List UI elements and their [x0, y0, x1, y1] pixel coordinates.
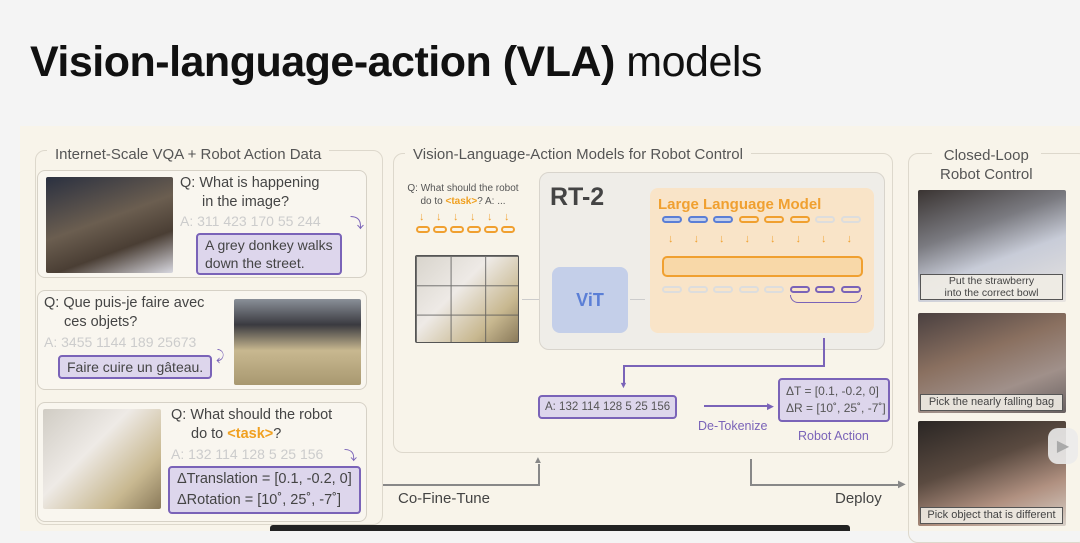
output-token: [713, 286, 733, 293]
transformer-bar: [662, 256, 863, 277]
prompt-token: [433, 226, 447, 233]
down-arrow-icon: ↓: [419, 211, 425, 223]
kitchen-objects-image: [234, 299, 361, 385]
arrowhead-right-icon: ▶: [767, 401, 774, 411]
input-token: [840, 216, 861, 223]
down-arrow-icon: ↓: [795, 233, 802, 245]
down-arrow-icon: ↓: [846, 233, 853, 245]
prompt-token: [416, 226, 430, 233]
answer-token-box: A: 132 114 128 5 25 156: [538, 395, 678, 419]
prompt-token: [484, 226, 498, 233]
down-arrow-icon: ↓: [719, 233, 725, 245]
cofinetune-label: Co-Fine-Tune: [398, 490, 490, 507]
input-token: [815, 216, 835, 223]
down-arrow-icon: ↓: [693, 233, 700, 245]
output-token: [815, 286, 835, 293]
input-token: [764, 216, 784, 223]
answer-tokens: A: 311 423 170 55 244: [180, 213, 321, 229]
down-arrow-icon: ↓: [770, 233, 776, 245]
down-arrow-icon: ↓: [821, 233, 827, 245]
caption: Pick object that is different: [920, 507, 1063, 524]
input-token: [789, 216, 810, 223]
image-patches: [415, 255, 519, 343]
output-brace: [790, 295, 862, 303]
answer-tokens: A: 132 114 128 5 25 156: [171, 446, 324, 462]
output-token: [840, 286, 861, 293]
down-arrow-icon: ↓: [436, 211, 442, 223]
answer-text: Faire cuire un gâteau.: [58, 355, 213, 379]
answer-tokens: A: 3455 1144 189 25673: [44, 334, 197, 350]
donkey-image: [46, 177, 173, 273]
prompt-token: [467, 226, 481, 233]
output-token: [764, 286, 784, 293]
video-control-bar[interactable]: [270, 525, 850, 531]
prompt-token: [450, 226, 464, 233]
left-panel-title: Internet-Scale VQA + Robot Action Data: [47, 146, 330, 163]
cofinetune-arrow: [538, 464, 540, 485]
arrowhead-right-icon: ▶: [898, 479, 906, 490]
down-arrow-icon: ↓: [744, 233, 751, 245]
answer-action: ΔTranslation = [0.1, -0.2, 0]ΔRotation =…: [168, 466, 361, 514]
llm-block: Large Language Model ↓ ↓ ↓ ↓ ↓ ↓ ↓ ↓: [650, 188, 874, 333]
arrow-vit-to-llm: [630, 299, 645, 300]
input-token: [662, 216, 682, 223]
output-token: [738, 286, 759, 293]
input-token: [687, 216, 708, 223]
input-token: [738, 216, 759, 223]
deploy-arrow: [750, 484, 900, 486]
rt2-diagram: Internet-Scale VQA + Robot Action Data Q…: [20, 126, 1080, 543]
arrowhead-down-icon: ▼: [619, 380, 628, 390]
down-arrow-icon: ↓: [668, 233, 674, 245]
detokenize-arrow: [704, 405, 770, 407]
rt2-box: RT-2 ViT Large Language Model ↓ ↓ ↓ ↓ ↓ ↓ ↓ ↓: [539, 172, 885, 350]
llm-label: Large Language Model: [658, 196, 822, 213]
rt2-label: RT-2: [550, 183, 605, 211]
arrowhead-up-icon: ▲: [533, 455, 543, 466]
falling-bag-image: Pick the nearly falling bag: [918, 313, 1066, 413]
input-token: [713, 216, 733, 223]
vit-block: ViT: [552, 267, 628, 333]
output-token: [687, 286, 708, 293]
curved-arrow-icon: ⤵: [350, 215, 364, 231]
detokenize-label: De-Tokenize: [698, 419, 768, 433]
down-arrow-icon: ↓: [453, 211, 459, 223]
play-button-icon[interactable]: ▶: [1048, 428, 1078, 464]
title-bold: Vision-language-action (VLA): [30, 38, 615, 86]
robot-action-box: ΔT = [0.1, -0.2, 0]ΔR = [10˚, 25˚, -7˚]: [778, 378, 890, 422]
down-arrow-icon: ↓: [470, 211, 476, 223]
title-normal: models: [614, 38, 762, 86]
robot-action-label: Robot Action: [798, 429, 869, 443]
different-object-image: Pick object that is different: [918, 421, 1066, 526]
curved-arrow-icon: ⤸: [216, 347, 225, 363]
down-arrow-icon: ↓: [487, 211, 493, 223]
prompt-token: [501, 226, 515, 233]
arrow-to-answer: [623, 365, 625, 385]
slide-title: Vision-language-action (VLA) models: [30, 38, 762, 87]
output-token: [789, 286, 810, 293]
down-arrow-icon: ↓: [504, 211, 510, 223]
arrow-to-vit: [522, 299, 546, 300]
robot-image: [43, 409, 161, 509]
deploy-label: Deploy: [835, 490, 882, 507]
caption: Pick the nearly falling bag: [920, 394, 1063, 411]
middle-panel-title: Vision-Language-Action Models for Robot …: [405, 146, 751, 163]
output-token: [662, 286, 682, 293]
curved-arrow-icon: ⤵: [344, 448, 358, 463]
